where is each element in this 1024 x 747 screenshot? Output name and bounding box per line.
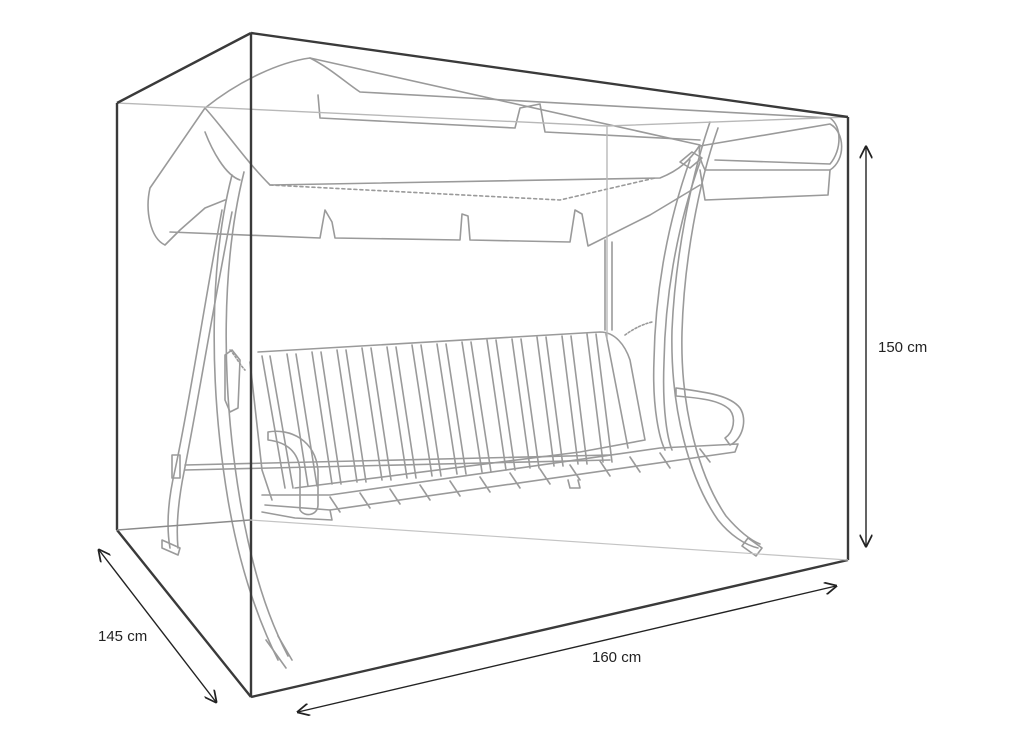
cover-top-left-edge [116,31,252,105]
cover-bottom-left [116,529,252,698]
width-dimension-label: 160 cm [592,649,642,666]
canopy-back-flap [309,57,840,165]
armrest-right [675,387,745,446]
backrest-frame [257,331,646,489]
canopy-valance [169,184,701,247]
cover-bottom-front [250,558,849,699]
chain-left [229,349,246,371]
left-frame-rear-leg [167,209,223,549]
depth-dimension-label: 145 cm [98,628,148,645]
canopy-top [204,57,701,186]
chain-right [624,321,653,336]
width-arrow [298,586,836,712]
dimension-arrows [99,147,866,712]
right-frame-rear-leg [652,159,691,451]
seat-slats [329,448,711,513]
swing-seat-illustration [147,57,843,669]
armrest-left [267,430,319,516]
depth-arrow [99,550,216,702]
cover-bottom-back-right [249,519,849,561]
rear-frame [604,239,613,331]
backrest-slats [261,333,629,489]
cover-bottom-back [116,519,251,531]
right-frame-front-leg [671,121,759,549]
cover-top-back-edge [250,31,849,119]
height-dimension-label: 150 cm [878,339,928,356]
left-frame-front-leg [213,174,279,661]
seat-platform [261,443,739,511]
canopy-left [147,107,226,246]
cover-hidden-edges [116,102,849,340]
